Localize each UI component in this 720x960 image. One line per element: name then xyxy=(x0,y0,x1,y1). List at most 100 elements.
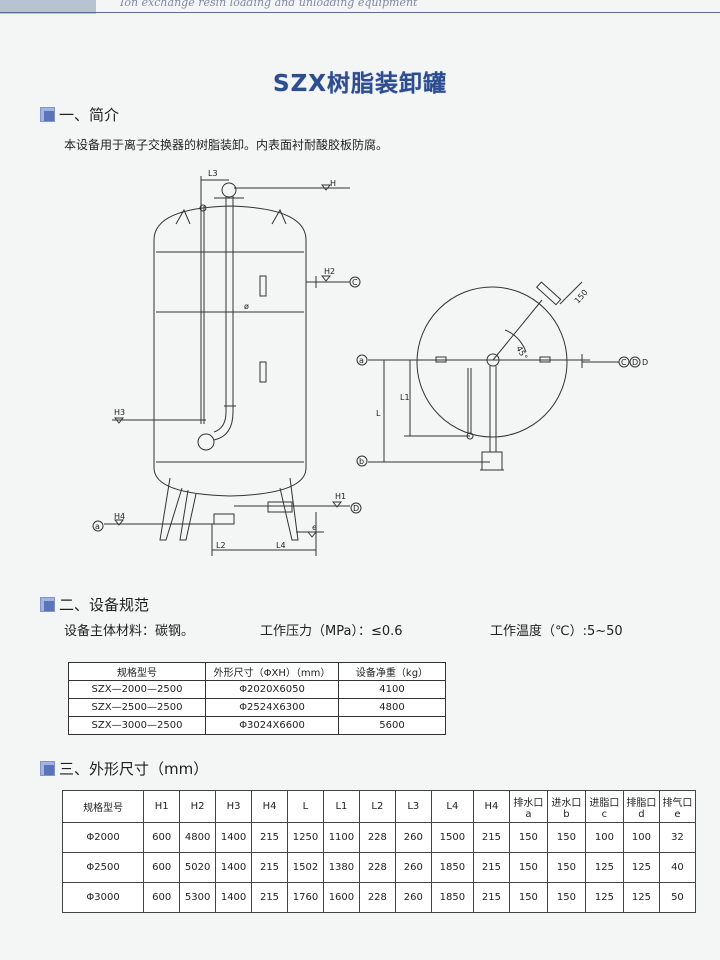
table-cell: 1400 xyxy=(215,882,253,913)
table-cell: Φ2524X6300 xyxy=(205,698,339,717)
dim-col-header: L xyxy=(286,790,324,823)
table-cell: 150 xyxy=(546,852,586,883)
dim-col-header: H2 xyxy=(179,790,217,823)
dim-col-header-code: c xyxy=(601,808,608,820)
table-row: SZX—3000—2500 Φ3024X6600 5600 xyxy=(68,716,446,735)
dim150-line xyxy=(559,281,583,305)
tank-technical-drawing: L3 H H2 C ø H3 H4 a H1 D e L2 L4 150 45°… xyxy=(92,169,648,556)
table-row: SZX—2500—2500 Φ2524X6300 4800 xyxy=(68,698,446,717)
h-marker-icon xyxy=(320,184,332,191)
support-leg-right xyxy=(279,477,299,541)
table-cell: 32 xyxy=(658,822,697,853)
section-heading-intro: 一、简介 xyxy=(40,104,119,125)
gauge-top-cap xyxy=(199,204,207,212)
side-port-upper xyxy=(259,275,267,297)
label-H1: H1 xyxy=(335,492,346,501)
intro-text: 本设备用于离子交换器的树脂装卸。内表面衬耐酸胶板防腐。 xyxy=(64,138,389,152)
header-rule xyxy=(0,12,720,13)
table-cell: 125 xyxy=(622,852,660,883)
table-cell: 1500 xyxy=(430,822,474,853)
dim-col-header: 规格型号 xyxy=(61,790,145,823)
label-L2: L2 xyxy=(216,541,226,550)
table-cell: SZX—2500—2500 xyxy=(68,698,206,717)
dim-col-header: H4 xyxy=(251,790,288,823)
support-leg-left xyxy=(159,477,183,541)
side-port-lower xyxy=(259,361,267,383)
label-H3: H3 xyxy=(114,408,125,417)
dim-col-header: H3 xyxy=(215,790,253,823)
plan-d-bubble xyxy=(629,356,641,368)
vessel-shell xyxy=(153,205,307,497)
dim-col-header-code: b xyxy=(563,808,570,820)
section-heading-text: 三、外形尺寸（mm） xyxy=(59,760,209,778)
section-heading-text: 一、简介 xyxy=(59,106,120,124)
table-cell: 1760 xyxy=(286,882,324,913)
h2-marker-icon xyxy=(320,275,332,282)
spec-col-header: 设备净重（kg） xyxy=(338,662,446,681)
table-cell: 600 xyxy=(143,822,181,853)
table-cell: 1850 xyxy=(430,882,474,913)
table-cell: 125 xyxy=(584,882,624,913)
table-cell: 215 xyxy=(251,822,288,853)
dim-col-header: L3 xyxy=(394,790,432,823)
label-H4: H4 xyxy=(114,512,125,521)
table-cell: 1502 xyxy=(286,852,324,883)
table-cell: Φ3024X6600 xyxy=(205,716,339,735)
lifting-lug-right xyxy=(271,208,287,225)
label-L: L xyxy=(376,409,381,418)
dim-col-header-label: 排脂口 xyxy=(626,797,657,809)
spec-pressure: 工作压力（MPa）：≤0.6 xyxy=(260,624,403,639)
label-diameter: ø xyxy=(244,302,249,311)
table-cell: 260 xyxy=(394,822,432,853)
table-cell: 4800 xyxy=(338,698,446,717)
table-cell: 215 xyxy=(472,852,510,883)
section-bullet-icon xyxy=(40,761,55,776)
table-cell: 215 xyxy=(472,822,510,853)
outlet-d-bubble xyxy=(350,502,362,514)
table-cell: 125 xyxy=(622,882,660,913)
dim-col-header-label: H1 xyxy=(154,801,169,812)
table-cell: Φ3000 xyxy=(61,882,145,913)
h4-marker-icon xyxy=(113,519,125,526)
plan-bottom-box xyxy=(481,451,503,471)
nozzle-c-bubble xyxy=(349,276,361,288)
table-cell: 1380 xyxy=(322,852,360,883)
plan-b-bubble xyxy=(356,455,368,467)
plan-45-line xyxy=(492,299,543,361)
spec-temperature: 工作温度（℃）:5~50 xyxy=(490,624,623,639)
dim-col-header-label: H3 xyxy=(226,801,241,812)
table-cell: Φ2000 xyxy=(61,822,145,853)
dim-col-header: H1 xyxy=(143,790,181,823)
table-cell: 5020 xyxy=(179,852,217,883)
table-cell: 228 xyxy=(358,852,396,883)
table-cell: 150 xyxy=(508,852,548,883)
dim-col-header-label: L3 xyxy=(407,801,420,812)
dim-col-header-label: L4 xyxy=(446,801,459,812)
dim-col-header: L1 xyxy=(322,790,360,823)
spec-table: 规格型号 外形尺寸（ΦXH）（mm） 设备净重（kg） SZX—2000—250… xyxy=(68,662,446,735)
plan-a-bubble xyxy=(356,354,368,366)
table-cell: 215 xyxy=(251,882,288,913)
table-cell: 215 xyxy=(251,852,288,883)
plan-center-nozzle xyxy=(486,353,500,367)
spec-col-header: 外形尺寸（ΦXH）（mm） xyxy=(205,662,339,681)
top-nozzle xyxy=(221,182,237,198)
dim-col-header-label: L xyxy=(302,801,309,812)
dim-col-header: L2 xyxy=(358,790,396,823)
label-b: b xyxy=(359,457,364,466)
table-cell: 1400 xyxy=(215,822,253,853)
dim-col-header-label: L2 xyxy=(371,801,384,812)
dim-col-header-label: 进水口 xyxy=(551,797,582,809)
label-150: 150 xyxy=(573,288,590,305)
label-L3: L3 xyxy=(208,169,218,178)
spec-table-header: 规格型号 外形尺寸（ΦXH）（mm） 设备净重（kg） xyxy=(68,662,446,681)
label-C: C xyxy=(352,278,358,287)
dim-col-header-label: H2 xyxy=(190,801,205,812)
table-cell: 600 xyxy=(143,882,181,913)
